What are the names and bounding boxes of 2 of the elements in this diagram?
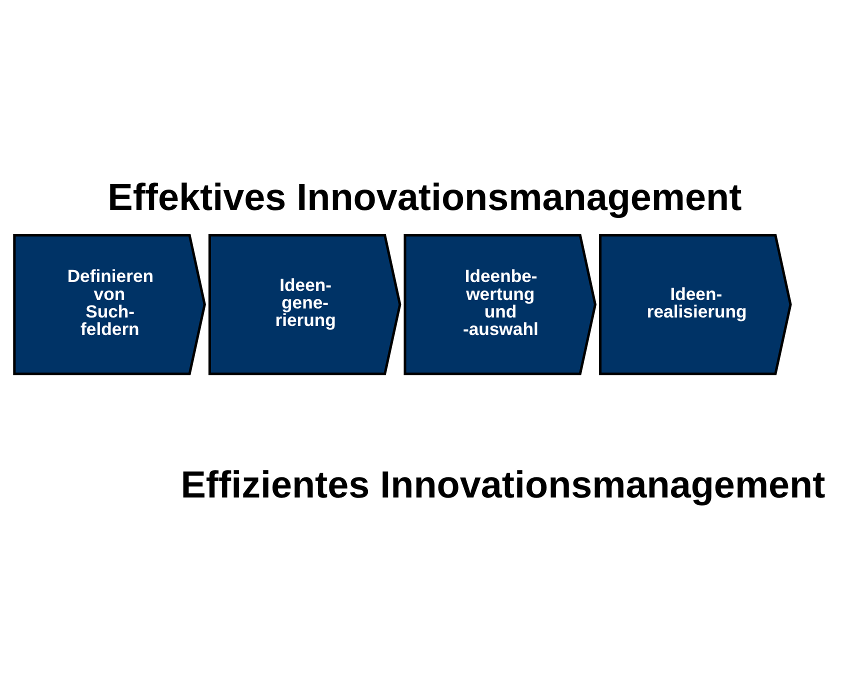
caption: Effizientes Innovationsmanagement (180, 464, 825, 506)
diagram-title: Effektives Innovationsmanagement (107, 177, 742, 220)
